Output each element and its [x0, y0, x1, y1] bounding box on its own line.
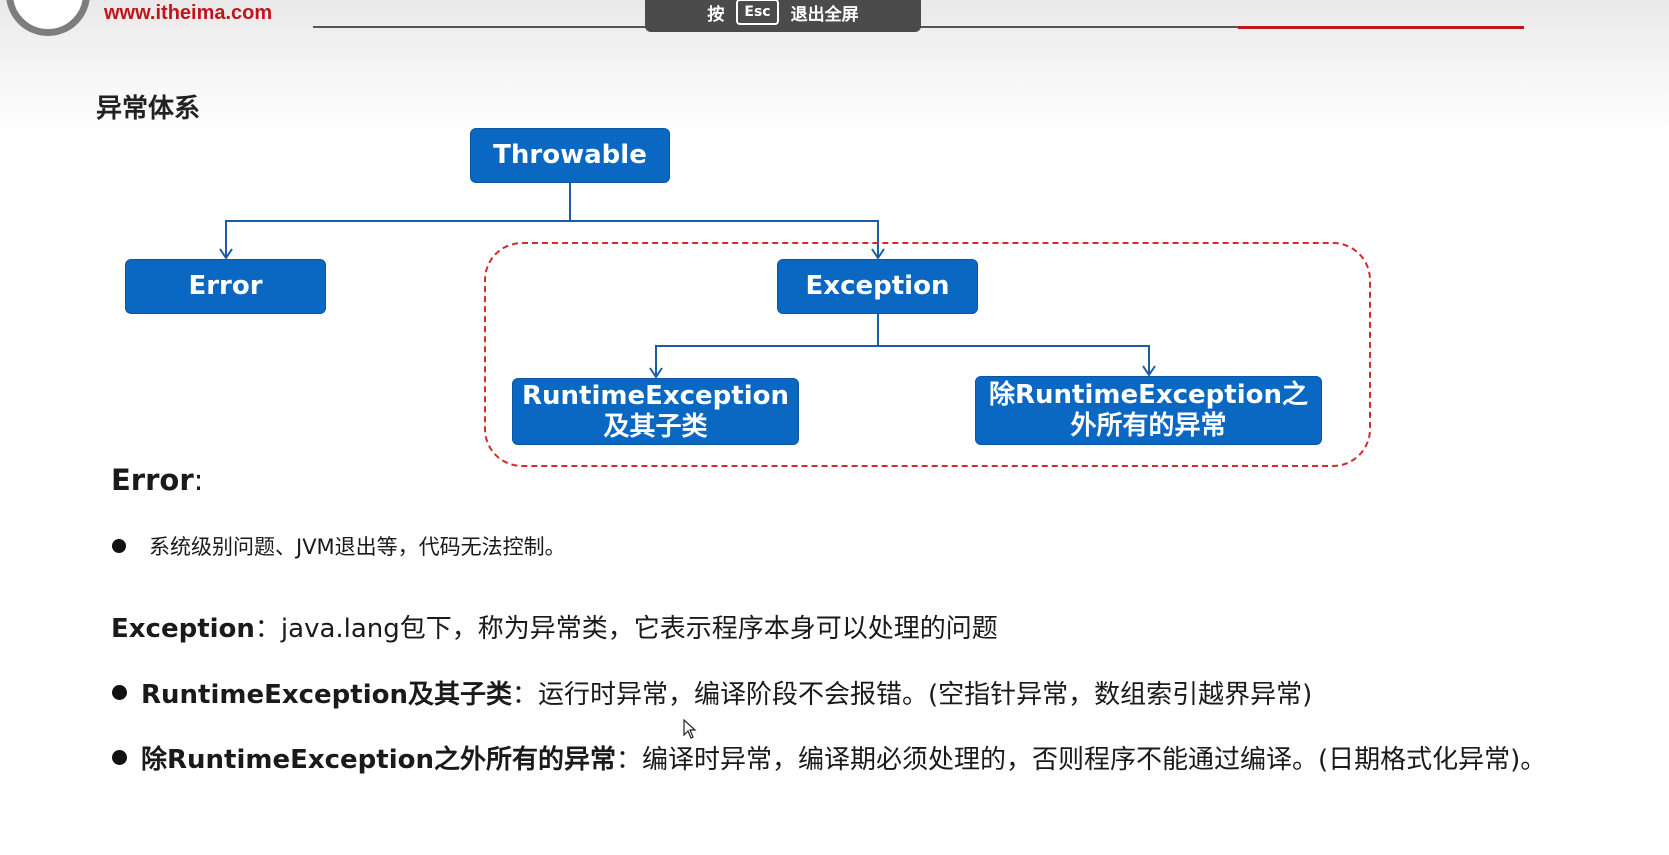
connector-exception-checked [878, 345, 1156, 377]
runtime-bullet-text: ：运行时异常，编译阶段不会报错。(空指针异常，数组索引越界异常) [512, 680, 1313, 710]
exception-heading-desc: ：java.lang包下，称为异常类，它表示程序本身可以处理的问题 [254, 614, 998, 644]
node-runtime-exception: RuntimeException 及其子类 [512, 378, 799, 445]
error-bullet-text: 系统级别问题、JVM退出等，代码无法控制。 [149, 535, 566, 559]
mouse-cursor-icon [683, 719, 697, 739]
list-item: RuntimeException及其子类：运行时异常，编译阶段不会报错。(空指针… [112, 674, 1312, 711]
node-throwable: Throwable [470, 128, 670, 183]
bullet-dot-icon [112, 685, 127, 700]
node-error: Error [125, 259, 326, 314]
exception-heading-label: Exception [111, 614, 255, 644]
bullet-dot-icon [112, 539, 126, 553]
node-runtime-line2: 及其子类 [603, 411, 708, 442]
bullet-dot-icon [112, 750, 127, 765]
checked-bullet-bold: 除RuntimeException之外所有的异常 [141, 745, 617, 775]
toast-suffix: 退出全屏 [790, 4, 859, 25]
logo-url: www.itheima.com [104, 2, 273, 24]
node-checked-line1: 除RuntimeException之 [988, 379, 1308, 410]
exception-heading: Exception：java.lang包下，称为异常类，它表示程序本身可以处理的… [111, 608, 998, 645]
error-heading: Error: [111, 463, 203, 497]
exception-group-outline [484, 242, 1371, 467]
list-item: 除RuntimeException之外所有的异常：编译时异常，编译期必须处理的，… [112, 739, 1546, 776]
connector-throwable-exception [570, 220, 885, 260]
checked-bullet-text: ：编译时异常，编译期必须处理的，否则程序不能通过编译。(日期格式化异常)。 [616, 745, 1547, 775]
error-heading-label: Error [111, 463, 194, 497]
esc-key-icon: Esc [736, 0, 779, 25]
list-item: 系统级别问题、JVM退出等，代码无法控制。 [112, 531, 566, 561]
node-runtime-line1: RuntimeException [521, 380, 789, 411]
node-checked-exception: 除RuntimeException之 外所有的异常 [975, 376, 1322, 445]
node-checked-line2: 外所有的异常 [1070, 410, 1227, 441]
header-divider-accent [1238, 26, 1524, 29]
connector-throwable-error [219, 183, 571, 260]
error-heading-colon: : [193, 463, 204, 497]
exit-fullscreen-toast[interactable]: 按 Esc 退出全屏 [645, 0, 921, 32]
connector-exception-runtime [649, 314, 879, 379]
node-exception: Exception [777, 259, 978, 314]
toast-prefix: 按 [707, 4, 725, 25]
runtime-bullet-bold: RuntimeException及其子类 [141, 680, 513, 710]
slide-title: 异常体系 [96, 94, 201, 124]
